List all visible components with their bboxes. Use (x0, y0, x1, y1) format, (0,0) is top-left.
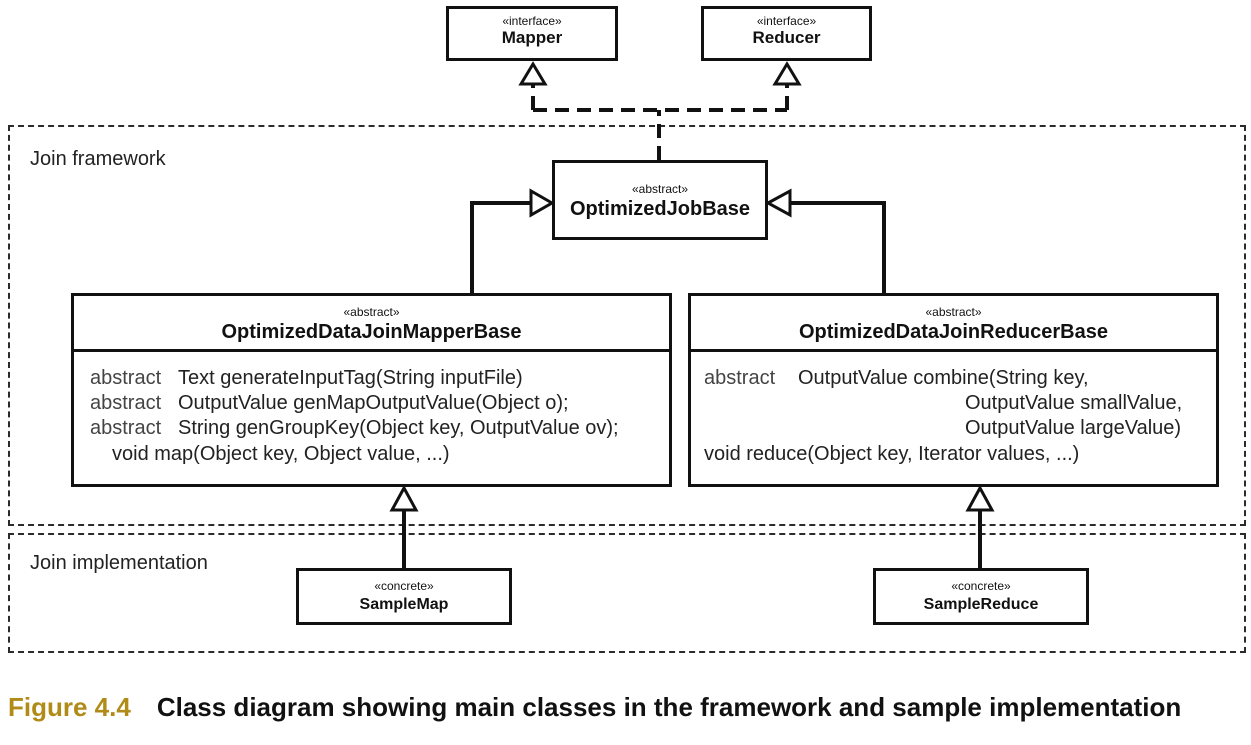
op-modifier: abstract (90, 392, 162, 414)
figure-caption-text: Class diagram showing main classes in th… (156, 692, 1182, 722)
sample-reduce-stereotype: «concrete» (951, 579, 1011, 593)
figure-caption: Figure 4.4 Class diagram showing main cla… (8, 692, 1181, 723)
job-base-stereotype: «abstract» (631, 182, 689, 196)
mapper-name: Mapper (501, 28, 563, 47)
op-modifier: abstract (90, 367, 162, 389)
optimized-job-base-box: «abstract» OptimizedJobBase (552, 160, 768, 240)
reducer-name: Reducer (752, 28, 821, 47)
reducer-base-box: «abstract» OptimizedDataJoinReducerBase … (688, 293, 1219, 487)
sample-map-name: SampleMap (359, 596, 449, 613)
sample-reduce-name: SampleReduce (923, 596, 1039, 613)
reducer-base-op-4-sig: void reduce(Object key, Iterator values,… (704, 443, 1080, 465)
reducer-base-separator (691, 349, 1216, 352)
op-modifier: abstract (90, 417, 162, 439)
mapper-interface-box: «interface» Mapper (446, 6, 618, 61)
mapper-base-op-2-sig: OutputValue genMapOutputValue(Object o); (178, 392, 569, 414)
sample-map-stereotype: «concrete» (374, 579, 434, 593)
mapper-base-op-1: abstract (90, 366, 161, 391)
jobbase-right-arrowhead (764, 188, 792, 218)
reducer-base-op-2-sig: OutputValue smallValue, (965, 392, 1183, 414)
join-framework-region (8, 125, 1246, 526)
sample-map-box: «concrete» SampleMap (296, 568, 512, 625)
mapperbase-bottom-arrowhead (389, 484, 419, 512)
join-implementation-region (8, 533, 1246, 653)
edge-mapperbase-to-jobbase (470, 201, 531, 294)
reducer-interface-box: «interface» Reducer (701, 6, 872, 61)
join-implementation-label: Join implementation (30, 552, 208, 574)
mapper-stereotype: «interface» (502, 14, 562, 28)
sample-reduce-box: «concrete» SampleReduce (873, 568, 1089, 625)
mapper-base-op-2: abstract (90, 391, 161, 416)
jobbase-left-arrowhead (529, 188, 556, 218)
join-framework-label: Join framework (30, 148, 166, 170)
mapper-base-box: «abstract» OptimizedDataJoinMapperBase a… (71, 293, 672, 487)
reducer-base-stereotype: «abstract» (925, 305, 982, 319)
reducer-base-op-1-sig: OutputValue combine(String key, (798, 367, 1089, 389)
mapper-base-op-4-sig: void map(Object key, Object value, ...) (112, 443, 450, 465)
mapper-base-stereotype: «abstract» (343, 305, 400, 319)
mapper-base-op-3-sig: String genGroupKey(Object key, OutputVal… (178, 417, 619, 439)
figure-number: Figure 4.4 (8, 692, 131, 722)
mapper-base-separator (74, 349, 669, 352)
realization-edges (531, 84, 789, 160)
reducer-base-name: OptimizedDataJoinReducerBase (799, 321, 1108, 343)
op-modifier: abstract (704, 367, 776, 389)
reducer-base-op-1: abstract (704, 366, 775, 391)
mapper-base-name: OptimizedDataJoinMapperBase (221, 321, 522, 343)
edge-reducerbase-to-jobbase (790, 201, 886, 294)
mapper-base-op-1-sig: Text generateInputTag(String inputFile) (178, 367, 523, 389)
reducer-stereotype: «interface» (756, 14, 817, 28)
reducerbase-bottom-arrowhead (965, 484, 995, 512)
reducer-realization-arrowhead (772, 61, 802, 86)
job-base-name: OptimizedJobBase (569, 198, 751, 220)
mapper-base-op-3: abstract (90, 416, 161, 441)
mapper-realization-arrowhead (518, 61, 548, 86)
reducer-base-op-3-sig: OutputValue largeValue) (965, 417, 1182, 439)
